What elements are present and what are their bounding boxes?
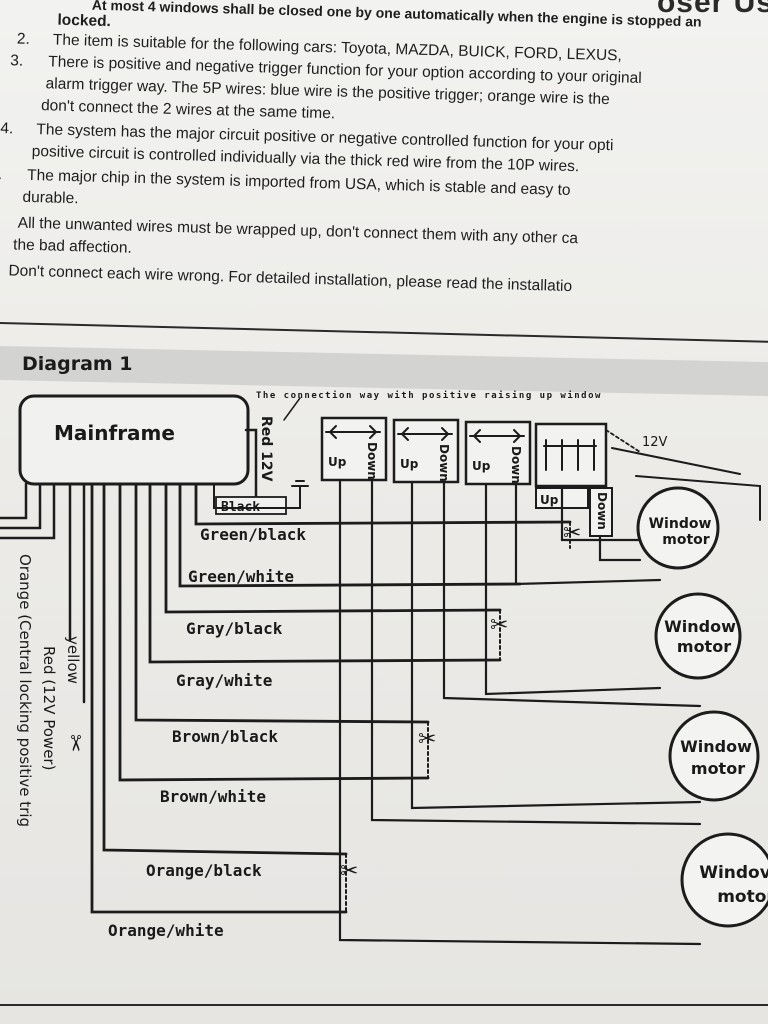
svg-text:motor: motor — [677, 637, 731, 656]
mainframe-box — [18, 394, 250, 486]
wire-label: Brown/black — [172, 727, 278, 746]
wire-label: Orange/black — [146, 861, 262, 880]
wire-labels: Green/black Green/white Gray/black Gray/… — [108, 525, 306, 940]
svg-text:motor: motor — [717, 887, 768, 907]
connection-note: The connection way with positive raising… — [256, 390, 602, 401]
svg-text:Windov: Windov — [699, 863, 768, 883]
svg-text:Up: Up — [472, 459, 491, 473]
switch-block — [464, 420, 532, 486]
wire-label: Gray/black — [186, 619, 283, 638]
svg-text:✂: ✂ — [418, 727, 436, 752]
note-leader-line — [283, 397, 301, 421]
side-labels: yellow Red (12V Power) Orange (Central l… — [16, 554, 82, 827]
scissors-icon: ✂ ✂ ✂ ✂ ✂ — [62, 521, 581, 884]
svg-text:✂: ✂ — [490, 613, 508, 638]
svg-text:✂: ✂ — [62, 734, 87, 752]
svg-text:Down: Down — [437, 444, 451, 482]
mainframe-label: Mainframe — [54, 421, 175, 445]
svg-text:✂: ✂ — [340, 859, 358, 884]
svg-text:Down: Down — [365, 442, 379, 480]
window-motor-4-partial — [680, 832, 768, 928]
window-motor-2 — [654, 592, 742, 680]
wire-label: Green/black — [200, 525, 306, 544]
black-wire-label: Black — [221, 500, 260, 515]
svg-text:Window: Window — [649, 516, 712, 532]
wire-label: Brown/white — [160, 787, 266, 806]
diagram-title: Diagram 1 — [22, 353, 133, 375]
wire-label: Green/white — [188, 567, 294, 586]
motor-labels: Window motor Window motor Window motor W… — [649, 516, 768, 907]
bottom-divider — [0, 1004, 768, 1006]
page-title-fragment: oser Us — [656, 0, 768, 19]
svg-text:Up: Up — [540, 493, 559, 507]
black-wire-label-box — [215, 496, 287, 515]
svg-text:Window: Window — [664, 617, 736, 636]
red-power-label: Red (12V Power) — [40, 646, 58, 770]
svg-text:Up: Up — [328, 455, 347, 469]
wire-label: Orange/white — [108, 921, 224, 940]
svg-text:Window: Window — [680, 737, 752, 756]
window-motor-1 — [636, 486, 720, 570]
switch-labels: Up Up Up Up Down Down Down Down — [328, 442, 609, 530]
yellow-wire-label: yellow — [64, 636, 82, 684]
svg-text:Down: Down — [509, 446, 523, 484]
svg-text:motor: motor — [691, 759, 745, 778]
wire-label: Gray/white — [176, 671, 272, 690]
ground-symbol — [213, 480, 309, 509]
voltage-label: 12V — [642, 435, 668, 450]
svg-text:motor: motor — [662, 532, 710, 548]
svg-text:Up: Up — [400, 457, 419, 471]
svg-text:✂: ✂ — [563, 521, 581, 546]
orange-central-label: Orange (Central locking positive trig — [16, 554, 34, 827]
red-12v-label: Red 12V — [258, 416, 274, 482]
svg-text:Down: Down — [595, 492, 609, 530]
window-motor-3 — [668, 710, 760, 802]
